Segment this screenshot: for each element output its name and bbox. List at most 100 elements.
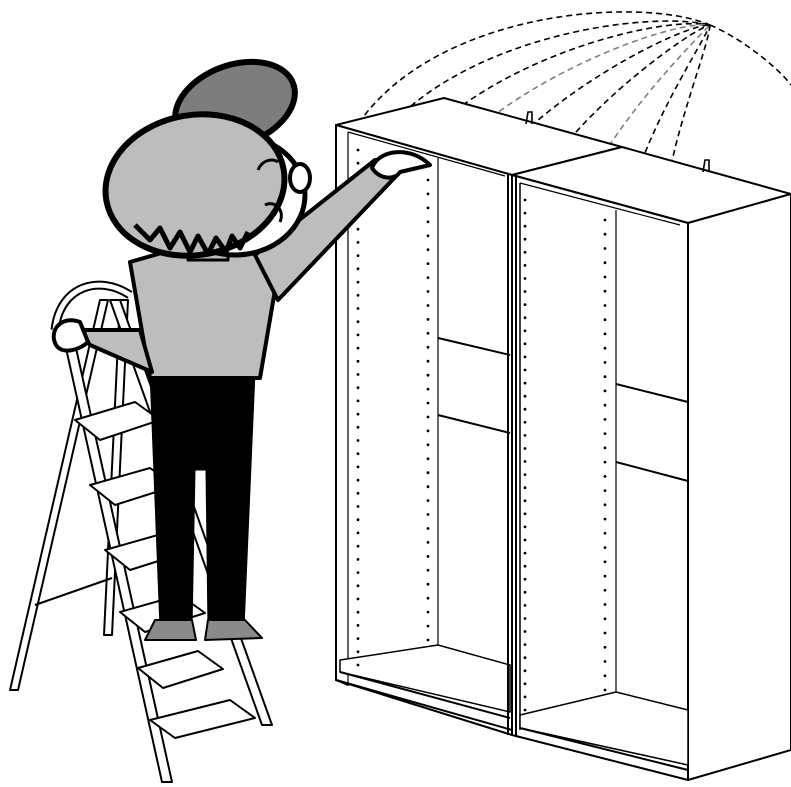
shelf-pin-hole [524,696,527,699]
shelf-pin-hole [427,360,430,363]
shelf-pin-hole [604,617,607,620]
shelf-pin-hole [357,584,360,587]
shelf-pin-hole [427,555,430,558]
shelf-pin-hole [524,617,527,620]
shelf-pin-hole [427,611,430,614]
shelf-pin-hole [524,329,527,332]
shelf-pin-hole [524,512,527,515]
shelf-pin-hole [604,347,607,350]
shelf-pin-hole [427,388,430,391]
shelf-pin-hole [357,624,360,627]
shelf-pin-hole [524,316,527,319]
shelf-pin-hole [604,318,607,321]
shelf-pin-hole [604,674,607,677]
shelf-pin-hole [604,304,607,307]
shelf-pin-hole [427,290,430,293]
shelf-pin-hole [604,361,607,364]
shelf-pin-hole [357,558,360,561]
shelf-pin-hole [524,238,527,241]
shelf-pin-hole [604,518,607,521]
shelf-pin-hole [604,546,607,549]
shelf-pin-hole [427,193,430,196]
shelf-pin-hole [357,360,360,363]
shelf-pin-hole [524,264,527,267]
shelf-pin-hole [357,386,360,389]
shelf-pin-hole [524,682,527,685]
shelf-pin-hole [524,290,527,293]
shelf-pin-hole [604,290,607,293]
shelf-pin-hole [427,541,430,544]
shelf-pin-hole [524,434,527,437]
shelf-pin-hole [524,447,527,450]
shelf-pin-hole [427,583,430,586]
shelf-pin-hole [604,219,607,222]
shelf-pin-hole [604,432,607,435]
shelf-pin-hole [357,294,360,297]
shelf-pin-hole [357,571,360,574]
shelf-pin-hole [524,643,527,646]
shelf-pin-hole [427,443,430,446]
shelf-pin-hole [604,660,607,663]
shelf-pin-hole [357,400,360,403]
shelf-pin-hole [604,575,607,578]
shelf-pin-hole [357,650,360,653]
shelf-pin-hole [524,303,527,306]
shelf-pin-hole [604,503,607,506]
wardrobe-frame-icon [336,98,791,780]
lower-hand [54,320,88,350]
shelf-pin-hole [524,408,527,411]
shelf-pin-hole [427,220,430,223]
left-frame-front-edge [336,125,512,735]
shelf-pin-hole [357,241,360,244]
shelf-pin-hole [427,402,430,405]
shelf-pin-hole [357,452,360,455]
shelf-pin-hole [524,342,527,345]
shelf-pin-hole [524,212,527,215]
shelf-pin-hole [524,356,527,359]
shelf-pin-hole [524,539,527,542]
shelf-pin-hole [524,199,527,202]
shelf-pin-hole [357,320,360,323]
shelf-pin-hole [604,603,607,606]
shelf-pin-hole [427,262,430,265]
shelf-pin-hole [524,552,527,555]
shelf-pin-hole [357,426,360,429]
shelf-pin-hole [604,233,607,236]
shelf-pin-hole [427,639,430,642]
shelf-pin-hole [524,382,527,385]
shelf-pin-hole [604,689,607,692]
shelf-pin-hole [357,254,360,257]
shelf-pin-hole [604,560,607,563]
shelf-pin-hole [524,565,527,568]
right-frame-side-panel [688,194,791,780]
shelf-pin-hole [524,656,527,659]
shelf-pin-hole [427,304,430,307]
shelf-pin-hole [427,276,430,279]
shelf-pin-hole [357,413,360,416]
shelf-pin-hole [427,597,430,600]
shelf-pin-hole [357,637,360,640]
shelf-pin-hole [427,332,430,335]
shelf-pin-hole [427,179,430,182]
shelf-pin-hole [604,461,607,464]
shelf-pin-hole [427,346,430,349]
shelf-pin-hole [524,499,527,502]
shelf-pin-hole [524,395,527,398]
shelf-pin-hole [357,518,360,521]
shelf-pin-hole [604,447,607,450]
shelf-pin-hole [427,374,430,377]
ear [290,164,310,192]
shelf-pin-hole [604,589,607,592]
shelf-pin-hole [357,598,360,601]
shelf-pin-hole [357,532,360,535]
shelf-pin-hole [524,526,527,529]
shelf-pin-hole [357,611,360,614]
shelf-pin-hole [357,492,360,495]
shelf-pin-hole [427,234,430,237]
shelf-pin-hole [427,318,430,321]
shelf-pin-hole [524,604,527,607]
shelf-pin-hole [604,646,607,649]
shelf-pin-hole [357,505,360,508]
shelf-pin-hole [604,276,607,279]
